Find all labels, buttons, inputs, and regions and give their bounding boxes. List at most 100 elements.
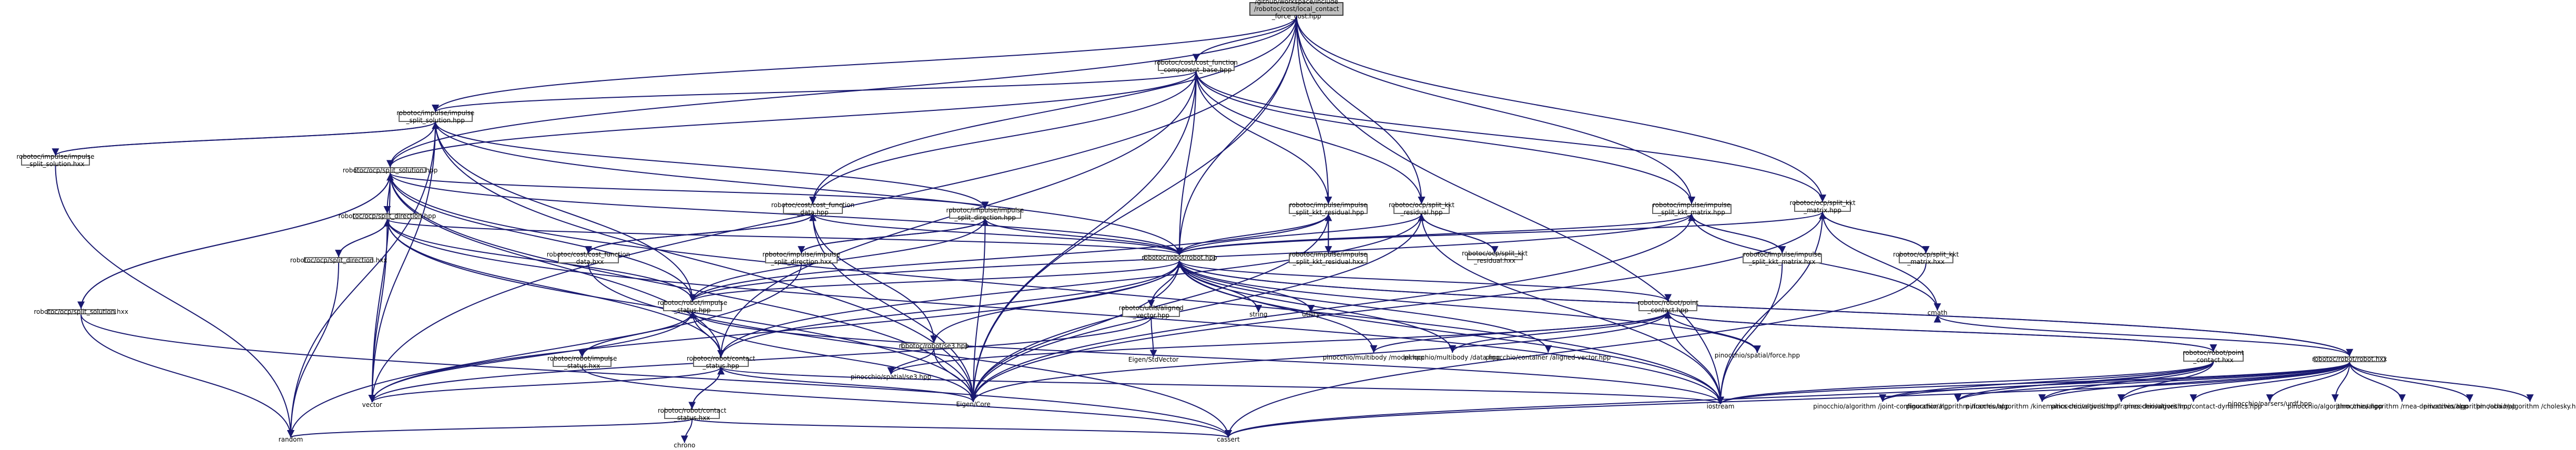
edge-point_contact_hpp-to-pin_se3: [887, 311, 1669, 375]
impulse-split-direction-hxx-node[interactable]: robotoc/impulse/impulse _split_direction…: [762, 251, 841, 266]
edge-split_kkt_matrix_hxx-to-split_kkt_matrix_hpp: [1819, 211, 1927, 254]
cost-function-component-base-node[interactable]: robotoc/cost/cost_function _component_ba…: [1154, 58, 1238, 74]
edge-robot_hxx-to-pin_contact_dynamics: [2190, 362, 2350, 402]
cmath-label: cmath: [1927, 309, 1948, 317]
edge-robot_hxx-to-pin_joint_configuration: [1879, 362, 2350, 402]
edge-root-to-split_kkt_residual_hpp: [1296, 16, 1426, 204]
edge-split_kkt_matrix_hpp-to-eigen_core: [970, 211, 1824, 402]
random-label: random: [278, 436, 303, 444]
edge-split_solution_hxx-to-cassert: [80, 314, 1232, 438]
edge-contact_status_hxx-to-chrono: [680, 418, 693, 443]
se3-hpp-node[interactable]: robotoc/robot/se3.hpp: [899, 342, 969, 350]
impulse-status-hxx-node[interactable]: robotoc/robot/impulse _status.hxx: [547, 355, 617, 370]
edge-point_contact_hpp-to-pin_data: [1449, 311, 1669, 353]
edge-cost_function_component_base-to-impulse_split_kkt_residual_hpp: [1195, 70, 1332, 204]
impulse-split-kkt-residual-hxx-node[interactable]: robotoc/impulse/impulse _split_kkt_resid…: [1289, 251, 1368, 266]
edge-impulse_split_solution_hpp-to-impulse_status_hpp: [435, 121, 696, 302]
edge-impulse_split_solution_hpp-to-impulse_split_direction_hpp: [435, 121, 989, 209]
cost-function-data-hpp-node[interactable]: robotoc/cost/cost_function _data.hpp: [771, 201, 855, 217]
root-file-node[interactable]: /github/workspace/include /robotoc/cost/…: [1249, 0, 1343, 20]
point-contact-hxx-node[interactable]: robotoc/robot/point _contact.hxx: [2183, 349, 2244, 364]
edge-split_solution_hpp-to-eigen_core: [390, 173, 977, 402]
edge-cost_function_data_hpp-to-eigen_core: [812, 213, 977, 402]
edge-point_contact_hxx-to-cassert: [1225, 361, 2214, 438]
impulse-status-hpp-node[interactable]: robotoc/robot/impulse _status.hpp: [657, 299, 728, 314]
aligned-vector-hpp-node[interactable]: robotoc/utils/aligned _vector.hpp: [1118, 304, 1184, 320]
edge-contact_status_hxx-to-cassert: [691, 418, 1232, 438]
edge-split_solution_hpp-to-impulse_status_hpp: [390, 173, 696, 302]
edge-root-to-impulse_split_kkt_matrix_hpp: [1296, 16, 1696, 204]
impulse-split-solution-hpp-node[interactable]: robotoc/impulse/impulse _split_solution.…: [396, 109, 475, 125]
impulse-split-direction-hpp-node[interactable]: robotoc/impulse/impulse _split_direction…: [946, 206, 1024, 221]
edge-point_contact_hxx-to-iostream: [1717, 361, 2214, 404]
edge-cost_function_data_hxx-to-cost_function_data_hpp: [588, 213, 817, 254]
edge-cost_function_data_hxx-to-cassert: [588, 263, 1232, 438]
edge-impulse_split_solution_hpp-to-vector: [368, 121, 436, 403]
robot-hxx-node[interactable]: robotoc/robot/robot.hxx: [2312, 355, 2387, 363]
edge-cost_function_component_base-to-split_kkt_matrix_hpp: [1195, 70, 1826, 202]
edge-robot_hpp-to-contact_status_hpp: [717, 260, 1180, 357]
edge-point_contact_hxx-to-point_contact_hpp: [1664, 311, 2214, 352]
impulse-split-kkt-matrix-hxx-node[interactable]: robotoc/impulse/impulse _split_kkt_matri…: [1742, 251, 1822, 266]
edge-robot_hxx-to-pin_rnea: [2331, 362, 2350, 402]
split-kkt-matrix-hpp-node[interactable]: robotoc/ocp/split_kkt _matrix.hpp: [1789, 199, 1856, 214]
split-direction-hpp-node[interactable]: robotoc/ocp/split_direction.hpp: [338, 212, 436, 220]
edge-split_direction_hpp-to-robot_hpp: [386, 219, 1183, 255]
edge-point_contact_hxx-to-pin_kinematics_derivatives: [2038, 361, 2214, 402]
edge-impulse_split_direction_hpp-to-eigen_core: [970, 218, 986, 402]
edge-robot_hxx-to-robot_hpp: [1176, 260, 2350, 356]
point-contact-hpp-node[interactable]: robotoc/robot/point _contact.hpp: [1637, 299, 1699, 314]
edge-impulse_status_hpp-to-iostream: [691, 311, 1724, 404]
string-label: string: [1249, 311, 1268, 319]
edge-robot_hxx-to-cmath: [1933, 315, 2350, 357]
split-direction-hxx-node[interactable]: robotoc/ocp/split_direction.hxx: [290, 256, 388, 264]
cost-function-data-hxx-node[interactable]: robotoc/cost/cost_function _data.hxx: [546, 251, 630, 266]
edge-impulse_split_direction_hxx-to-random: [287, 263, 802, 438]
edge-split_kkt_matrix_hpp-to-robot_hpp: [1176, 211, 1824, 255]
split-solution-hpp-node[interactable]: robotoc/ocp/split_solution.hpp: [342, 166, 438, 174]
edge-robot_hpp-to-impulse_status_hpp: [689, 260, 1180, 302]
edge-cost_function_component_base-to-split_solution_hpp: [386, 70, 1197, 168]
robot-hpp-node[interactable]: robotoc/robot/robot.hpp: [1142, 254, 1217, 262]
edge-point_contact_hpp-to-pin_force: [1667, 311, 1761, 353]
edge-split_direction_hpp-to-contact_status_hpp: [386, 219, 725, 357]
pinocchio-cholesky-label: pinocchio/algorithm /cholesky.hpp: [2476, 403, 2576, 411]
edge-se3_hpp-to-eigen_core: [933, 349, 977, 402]
edge-impulse_split_kkt_matrix_hxx-to-impulse_split_kkt_matrix_hpp: [1688, 213, 1783, 254]
edge-impulse_status_hpp-to-eigen_core: [691, 311, 977, 402]
edge-robot_hpp-to-pin_force: [1178, 260, 1761, 353]
split-kkt-matrix-hxx-node[interactable]: robotoc/ocp/split_kkt _matrix.hxx: [1893, 251, 1959, 266]
edge-split_solution_hpp-to-impulse_split_direction_hpp: [390, 172, 989, 210]
edge-contact_status_hxx-to-random: [287, 418, 693, 438]
edge-impulse_split_direction_hpp-to-impulse_status_hpp: [688, 218, 986, 302]
edge-root-to-cost_function_data_hpp: [809, 16, 1297, 204]
edge-contact_status_hpp-to-iostream: [720, 366, 1724, 405]
split-kkt-residual-hxx-node[interactable]: robotoc/ocp/split_kkt _residual.hxx: [1462, 249, 1528, 264]
edge-impulse_status_hpp-to-vector: [368, 311, 693, 403]
edge-root-to-impulse_split_solution_hpp: [432, 16, 1297, 112]
edge-root-to-impulse_split_kkt_residual_hpp: [1296, 16, 1332, 204]
impulse-split-kkt-matrix-hpp-node[interactable]: robotoc/impulse/impulse _split_kkt_matri…: [1652, 201, 1732, 217]
edge-robot_hxx-to-pin_frames_derivatives: [2117, 362, 2350, 402]
pinocchio-contact-dynamics-label: pinocchio/algorithm /contact-dynamics.hp…: [2125, 403, 2262, 411]
pinocchio-model-label: pinocchio/multibody /model.hpp: [1322, 353, 1425, 361]
split-solution-hxx-node[interactable]: robotoc/ocp/split_solution.hxx: [34, 308, 128, 315]
contact-status-hpp-node[interactable]: robotoc/robot/contact _status.hpp: [686, 355, 756, 370]
impulse-split-kkt-residual-hpp-node[interactable]: robotoc/impulse/impulse _split_kkt_resid…: [1289, 201, 1368, 217]
chrono-label: chrono: [674, 441, 696, 449]
eigen-stdvector-label: Eigen/StdVector: [1128, 355, 1179, 363]
edge-cost_function_component_base-to-impulse_split_kkt_matrix_hpp: [1195, 70, 1695, 204]
edge-impulse_split_kkt_matrix_hxx-to-iostream: [1717, 263, 1783, 404]
edge-cost_function_component_base-to-impulse_split_solution_hpp: [432, 70, 1197, 112]
contact-status-hxx-node[interactable]: robotoc/robot/contact _status.hxx: [658, 406, 727, 422]
edge-root-to-split_solution_hpp: [386, 16, 1297, 168]
edge-cost_function_data_hpp-to-robot_hpp: [812, 213, 1183, 255]
edge-robot_hxx-to-pin_rnea_derivatives: [2349, 362, 2406, 402]
split-kkt-residual-hpp-node[interactable]: robotoc/ocp/split_kkt _residual.hpp: [1388, 201, 1455, 217]
edge-split_direction_hpp-to-iostream: [386, 219, 1724, 404]
impulse-split-solution-hxx-node[interactable]: robotoc/impulse/impulse _split_solution.…: [16, 153, 95, 168]
edge-impulse_split_solution_hpp-to-robot_hpp: [435, 121, 1183, 255]
edge-robot_hxx-to-iostream: [1717, 361, 2350, 405]
edge-split_solution_hxx-to-random: [80, 314, 294, 438]
